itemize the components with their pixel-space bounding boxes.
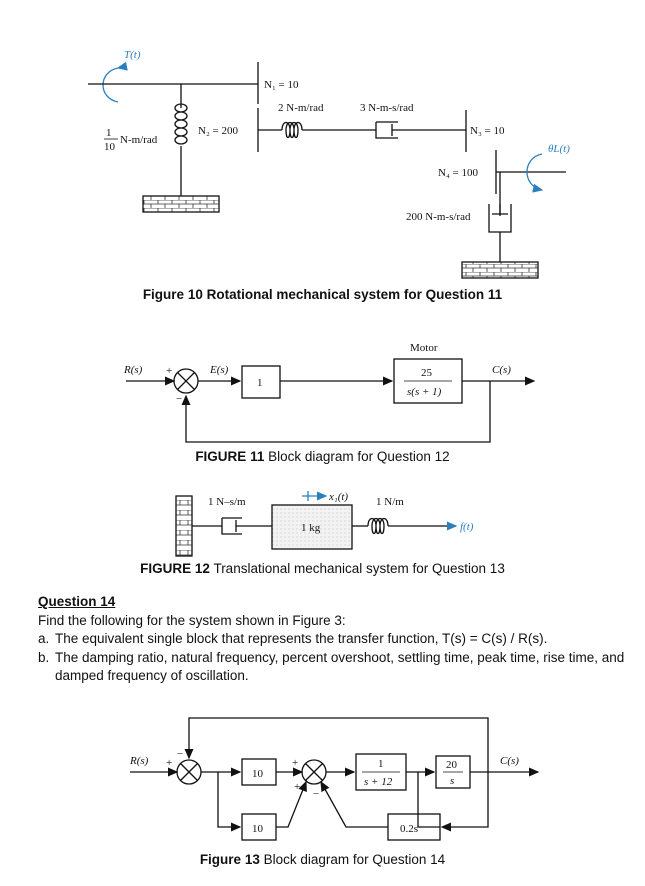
fig12-mass: 1 kg xyxy=(301,522,321,534)
fig11-output: C(s) xyxy=(492,364,511,376)
figure-11-caption: FIGURE 11 Block diagram for Question 12 xyxy=(195,449,450,464)
rotary-damper-1-icon xyxy=(375,121,466,139)
spring1-unit: N-m/rad xyxy=(120,134,158,146)
torsion-spring-2-icon xyxy=(281,121,303,139)
spring-icon xyxy=(367,517,389,535)
fig13-block-bottom: 10 xyxy=(252,823,264,835)
question-14-part-a: a.The equivalent single block that repre… xyxy=(38,631,548,646)
fig11-motor-den: s(s + 1) xyxy=(407,386,442,398)
spring1-den: 10 xyxy=(104,141,116,153)
fig13-a-num: 1 xyxy=(378,758,384,770)
question-14: Question 14 Find the following for the s… xyxy=(38,593,628,686)
fig13-plus-3: + xyxy=(294,781,300,793)
figure-12-labels: 1 N–s/m x₁(t) 1 kg 1 N/m f(t) xyxy=(208,491,474,534)
fig13-output: C(s) xyxy=(500,755,519,767)
rotary-damper-2-icon xyxy=(488,204,512,233)
question-14-intro: Find the following for the system shown … xyxy=(38,612,346,628)
figure-11-labels: R(s) + − E(s) 1 Motor 25 s(s + 1) C(s) xyxy=(123,342,511,405)
fig12-x1: x₁(t) xyxy=(328,491,348,503)
spring1-num: 1 xyxy=(106,127,112,139)
fig12-damper: 1 N–s/m xyxy=(208,496,246,508)
block-gain-1 xyxy=(241,365,281,399)
n3-label: N₃ = 10 xyxy=(470,125,505,137)
damper-icon xyxy=(221,517,272,535)
fig13-block-top: 10 xyxy=(252,768,264,780)
fig11-error: E(s) xyxy=(209,364,229,376)
ground-1 xyxy=(142,195,220,213)
fig11-minus: − xyxy=(176,393,182,405)
fig13-b-den: s xyxy=(450,775,454,787)
damper2-label: 200 N-m-s/rad xyxy=(406,211,471,223)
ground-2 xyxy=(461,261,539,279)
figure-12-translational-system xyxy=(175,491,458,557)
question-14-title: Question 14 xyxy=(38,594,116,609)
mass-block xyxy=(271,504,353,550)
torque-arrow-icon xyxy=(102,61,128,103)
fig11-input: R(s) xyxy=(123,364,143,376)
wall xyxy=(175,495,193,557)
n2-label: N₂ = 200 xyxy=(198,125,238,137)
damper1-label: 3 N-m-s/rad xyxy=(360,102,414,114)
fig11-motor-label: Motor xyxy=(410,342,438,354)
n1-label: N₁ = 10 xyxy=(264,79,299,91)
figure-13-caption: Figure 13 Block diagram for Question 14 xyxy=(199,852,446,867)
fig12-force: f(t) xyxy=(460,521,474,533)
figure-13-labels: R(s) + − 10 + + − 1 s + 12 20 s 10 0.2s … xyxy=(129,748,519,835)
figure-12-caption: FIGURE 12 Translational mechanical syste… xyxy=(140,561,505,576)
figure-10-rotational-system xyxy=(88,61,566,279)
fig11-plus: + xyxy=(166,365,172,377)
theta-label: θL(t) xyxy=(548,143,570,155)
n4-label: N₄ = 100 xyxy=(438,167,478,179)
fig13-minus-1: − xyxy=(177,748,183,760)
fig11-motor-num: 25 xyxy=(421,367,433,379)
figure-13-block-diagram xyxy=(130,717,540,841)
fig12-spring: 1 N/m xyxy=(376,496,404,508)
fig11-block1: 1 xyxy=(257,377,263,389)
figure-10-caption: Figure 10 Rotational mechanical system f… xyxy=(142,287,503,302)
fig13-b-num: 20 xyxy=(446,759,458,771)
spring2-label: 2 N-m/rad xyxy=(278,102,324,114)
fig13-minus-2: − xyxy=(313,788,319,800)
fig13-a-den: s + 12 xyxy=(364,776,393,788)
figure-10-labels: T(t) N₁ = 10 1 10 N-m/rad N₂ = 200 2 N-m… xyxy=(104,49,570,223)
question-14-part-b: b.The damping ratio, natural frequency, … xyxy=(38,649,625,684)
fig13-feedback: 0.2s xyxy=(400,823,418,835)
fig13-plus-2: + xyxy=(292,757,298,769)
theta-arrow-icon xyxy=(526,153,544,193)
torsion-spring-1-icon xyxy=(174,103,188,145)
figure-11-block-diagram xyxy=(126,358,536,443)
fig13-input: R(s) xyxy=(129,755,149,767)
torque-label: T(t) xyxy=(124,49,141,61)
fig13-plus-1: + xyxy=(166,757,172,769)
